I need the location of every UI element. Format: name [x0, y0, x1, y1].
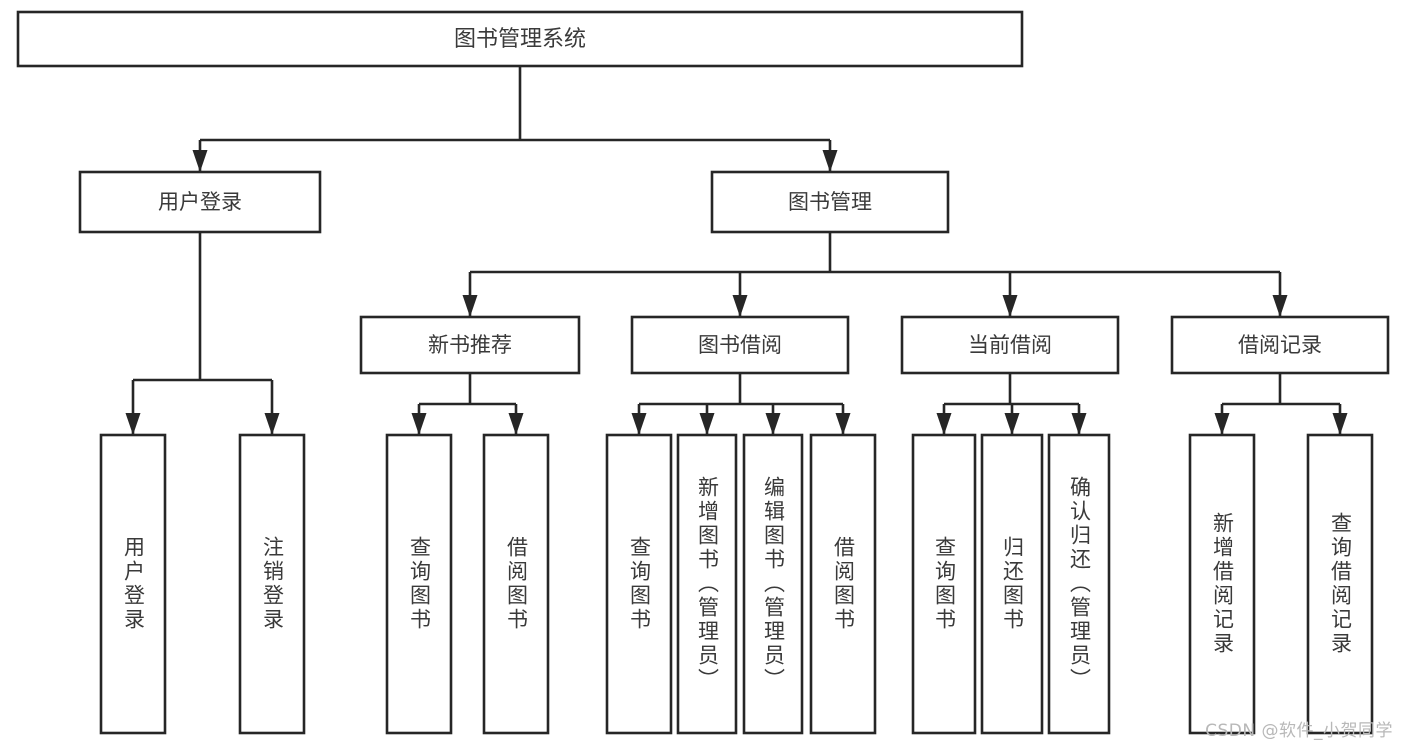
level3-node-borrow-record[interactable]: 借阅记录 — [1170, 315, 1390, 375]
arrow-head-icon — [936, 413, 952, 435]
node-box[interactable] — [676, 433, 738, 735]
node-box[interactable] — [980, 433, 1044, 735]
node-label: 当前借阅 — [968, 333, 1052, 357]
arrow-head-icon — [765, 413, 781, 435]
arrow-head-icon — [192, 150, 208, 172]
node-box[interactable] — [385, 433, 453, 735]
node-box[interactable] — [482, 433, 550, 735]
leaf-node-leaf-borrow-book-rec[interactable] — [482, 433, 550, 735]
node-box[interactable] — [238, 433, 306, 735]
leaf-node-leaf-edit-book[interactable] — [742, 433, 804, 735]
arrow-head-icon — [732, 295, 748, 317]
node-box[interactable] — [16, 10, 1024, 68]
node-box[interactable] — [1170, 315, 1390, 375]
node-box[interactable] — [1047, 433, 1111, 735]
arrow-head-icon — [411, 413, 427, 435]
arrow-head-icon — [1332, 413, 1348, 435]
level3-node-current-borrow[interactable]: 当前借阅 — [900, 315, 1120, 375]
arrow-head-icon — [1071, 413, 1087, 435]
node-box[interactable] — [900, 315, 1120, 375]
node-box[interactable] — [630, 315, 850, 375]
leaf-node-leaf-confirm-return[interactable] — [1047, 433, 1111, 735]
node-label: 新书推荐 — [428, 333, 512, 357]
node-box[interactable] — [1306, 433, 1374, 735]
csdn-watermark: CSDN @软件_小贺同学 — [1205, 721, 1393, 741]
node-label: 用户登录 — [158, 190, 242, 214]
leaf-node-leaf-borrow-book[interactable] — [809, 433, 877, 735]
node-label: 借阅记录 — [1238, 333, 1322, 357]
leaf-node-leaf-add-record[interactable] — [1188, 433, 1256, 735]
arrow-head-icon — [462, 295, 478, 317]
arrow-head-icon — [822, 150, 838, 172]
leaf-node-leaf-return-book[interactable] — [980, 433, 1044, 735]
root-node-root[interactable]: 图书管理系统 — [16, 10, 1024, 68]
node-box[interactable] — [710, 170, 950, 234]
leaf-node-leaf-user-login[interactable] — [99, 433, 167, 735]
node-box[interactable] — [742, 433, 804, 735]
level2-node-user-login[interactable]: 用户登录 — [78, 170, 322, 234]
leaf-node-leaf-query-book-rec[interactable] — [385, 433, 453, 735]
leaf-node-leaf-query-book-borrow[interactable] — [605, 433, 673, 735]
arrow-head-icon — [125, 413, 141, 435]
node-label: 图书管理 — [788, 190, 872, 214]
leaf-node-leaf-user-logout[interactable] — [238, 433, 306, 735]
node-box[interactable] — [809, 433, 877, 735]
arrow-head-icon — [1002, 295, 1018, 317]
node-box[interactable] — [911, 433, 977, 735]
edges-layer — [125, 66, 1348, 435]
level3-node-new-book-rec[interactable]: 新书推荐 — [359, 315, 581, 375]
node-box[interactable] — [605, 433, 673, 735]
node-box[interactable] — [1188, 433, 1256, 735]
node-label: 图书借阅 — [698, 333, 782, 357]
node-box[interactable] — [359, 315, 581, 375]
level2-node-book-manage[interactable]: 图书管理 — [710, 170, 950, 234]
level3-node-book-borrow[interactable]: 图书借阅 — [630, 315, 850, 375]
node-box[interactable] — [78, 170, 322, 234]
leaf-node-leaf-query-record[interactable] — [1306, 433, 1374, 735]
arrow-head-icon — [699, 413, 715, 435]
arrow-head-icon — [1004, 413, 1020, 435]
arrow-head-icon — [264, 413, 280, 435]
node-box[interactable] — [99, 433, 167, 735]
node-label: 图书管理系统 — [454, 27, 586, 52]
arrow-head-icon — [1214, 413, 1230, 435]
arrow-head-icon — [631, 413, 647, 435]
arrow-head-icon — [1272, 295, 1288, 317]
arrow-head-icon — [835, 413, 851, 435]
leaf-node-leaf-query-book-current[interactable] — [911, 433, 977, 735]
leaf-node-leaf-add-book[interactable] — [676, 433, 738, 735]
arrow-head-icon — [508, 413, 524, 435]
